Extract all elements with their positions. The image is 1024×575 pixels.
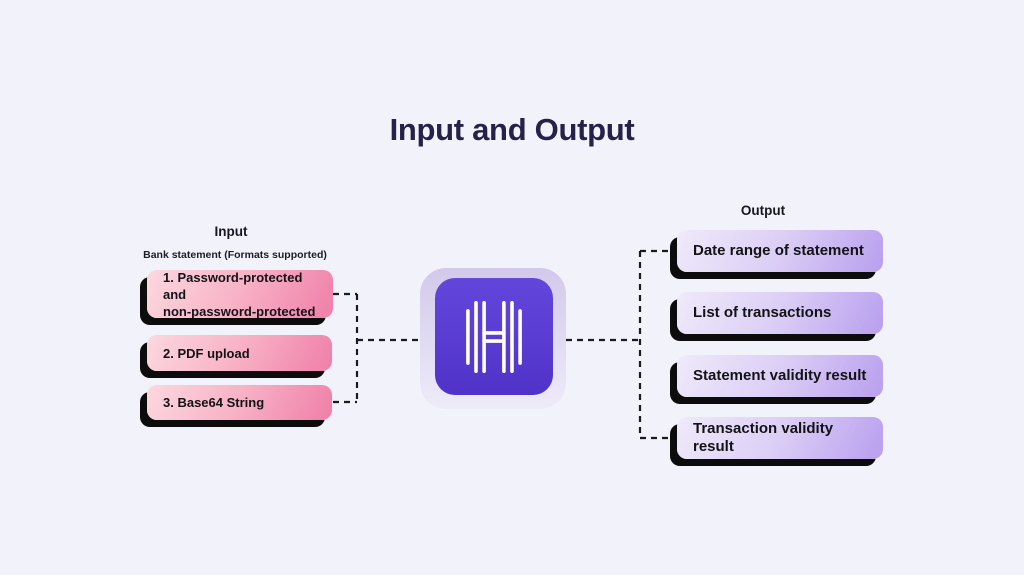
input-node-line: non-password-protected — [163, 303, 316, 319]
output-node-line: Date range of statement — [693, 242, 864, 259]
page-title: Input and Output — [389, 112, 635, 147]
hyperverge-h-logo-icon — [435, 278, 553, 395]
logo-tile — [420, 268, 566, 409]
input-section-label: Input — [214, 224, 248, 239]
input-node-line: 3. Base64 String — [163, 395, 265, 410]
output-node-line: Transaction validity result — [693, 420, 834, 455]
input-node-password-protected: 1. Password-protected and non-password-p… — [147, 269, 333, 319]
output-node-date-range: Date range of statement — [677, 230, 883, 272]
input-node-line: 1. Password-protected and — [163, 269, 303, 302]
input-node-line: 2. PDF upload — [163, 345, 250, 361]
output-section-label: Output — [740, 203, 786, 218]
output-node-line: Statement validity result — [693, 367, 867, 384]
input-node-base64-string: 3. Base64 String — [147, 385, 332, 420]
output-node-line: List of transactions — [693, 304, 832, 321]
input-section-sublabel: Bank statement (Formats supported) — [143, 249, 327, 261]
output-node-transactions-list: List of transactions — [677, 292, 883, 334]
output-node-transaction-validity: Transaction validity result — [677, 417, 883, 459]
output-node-statement-validity: Statement validity result — [677, 355, 883, 397]
input-node-pdf-upload: 2. PDF upload — [147, 335, 332, 371]
